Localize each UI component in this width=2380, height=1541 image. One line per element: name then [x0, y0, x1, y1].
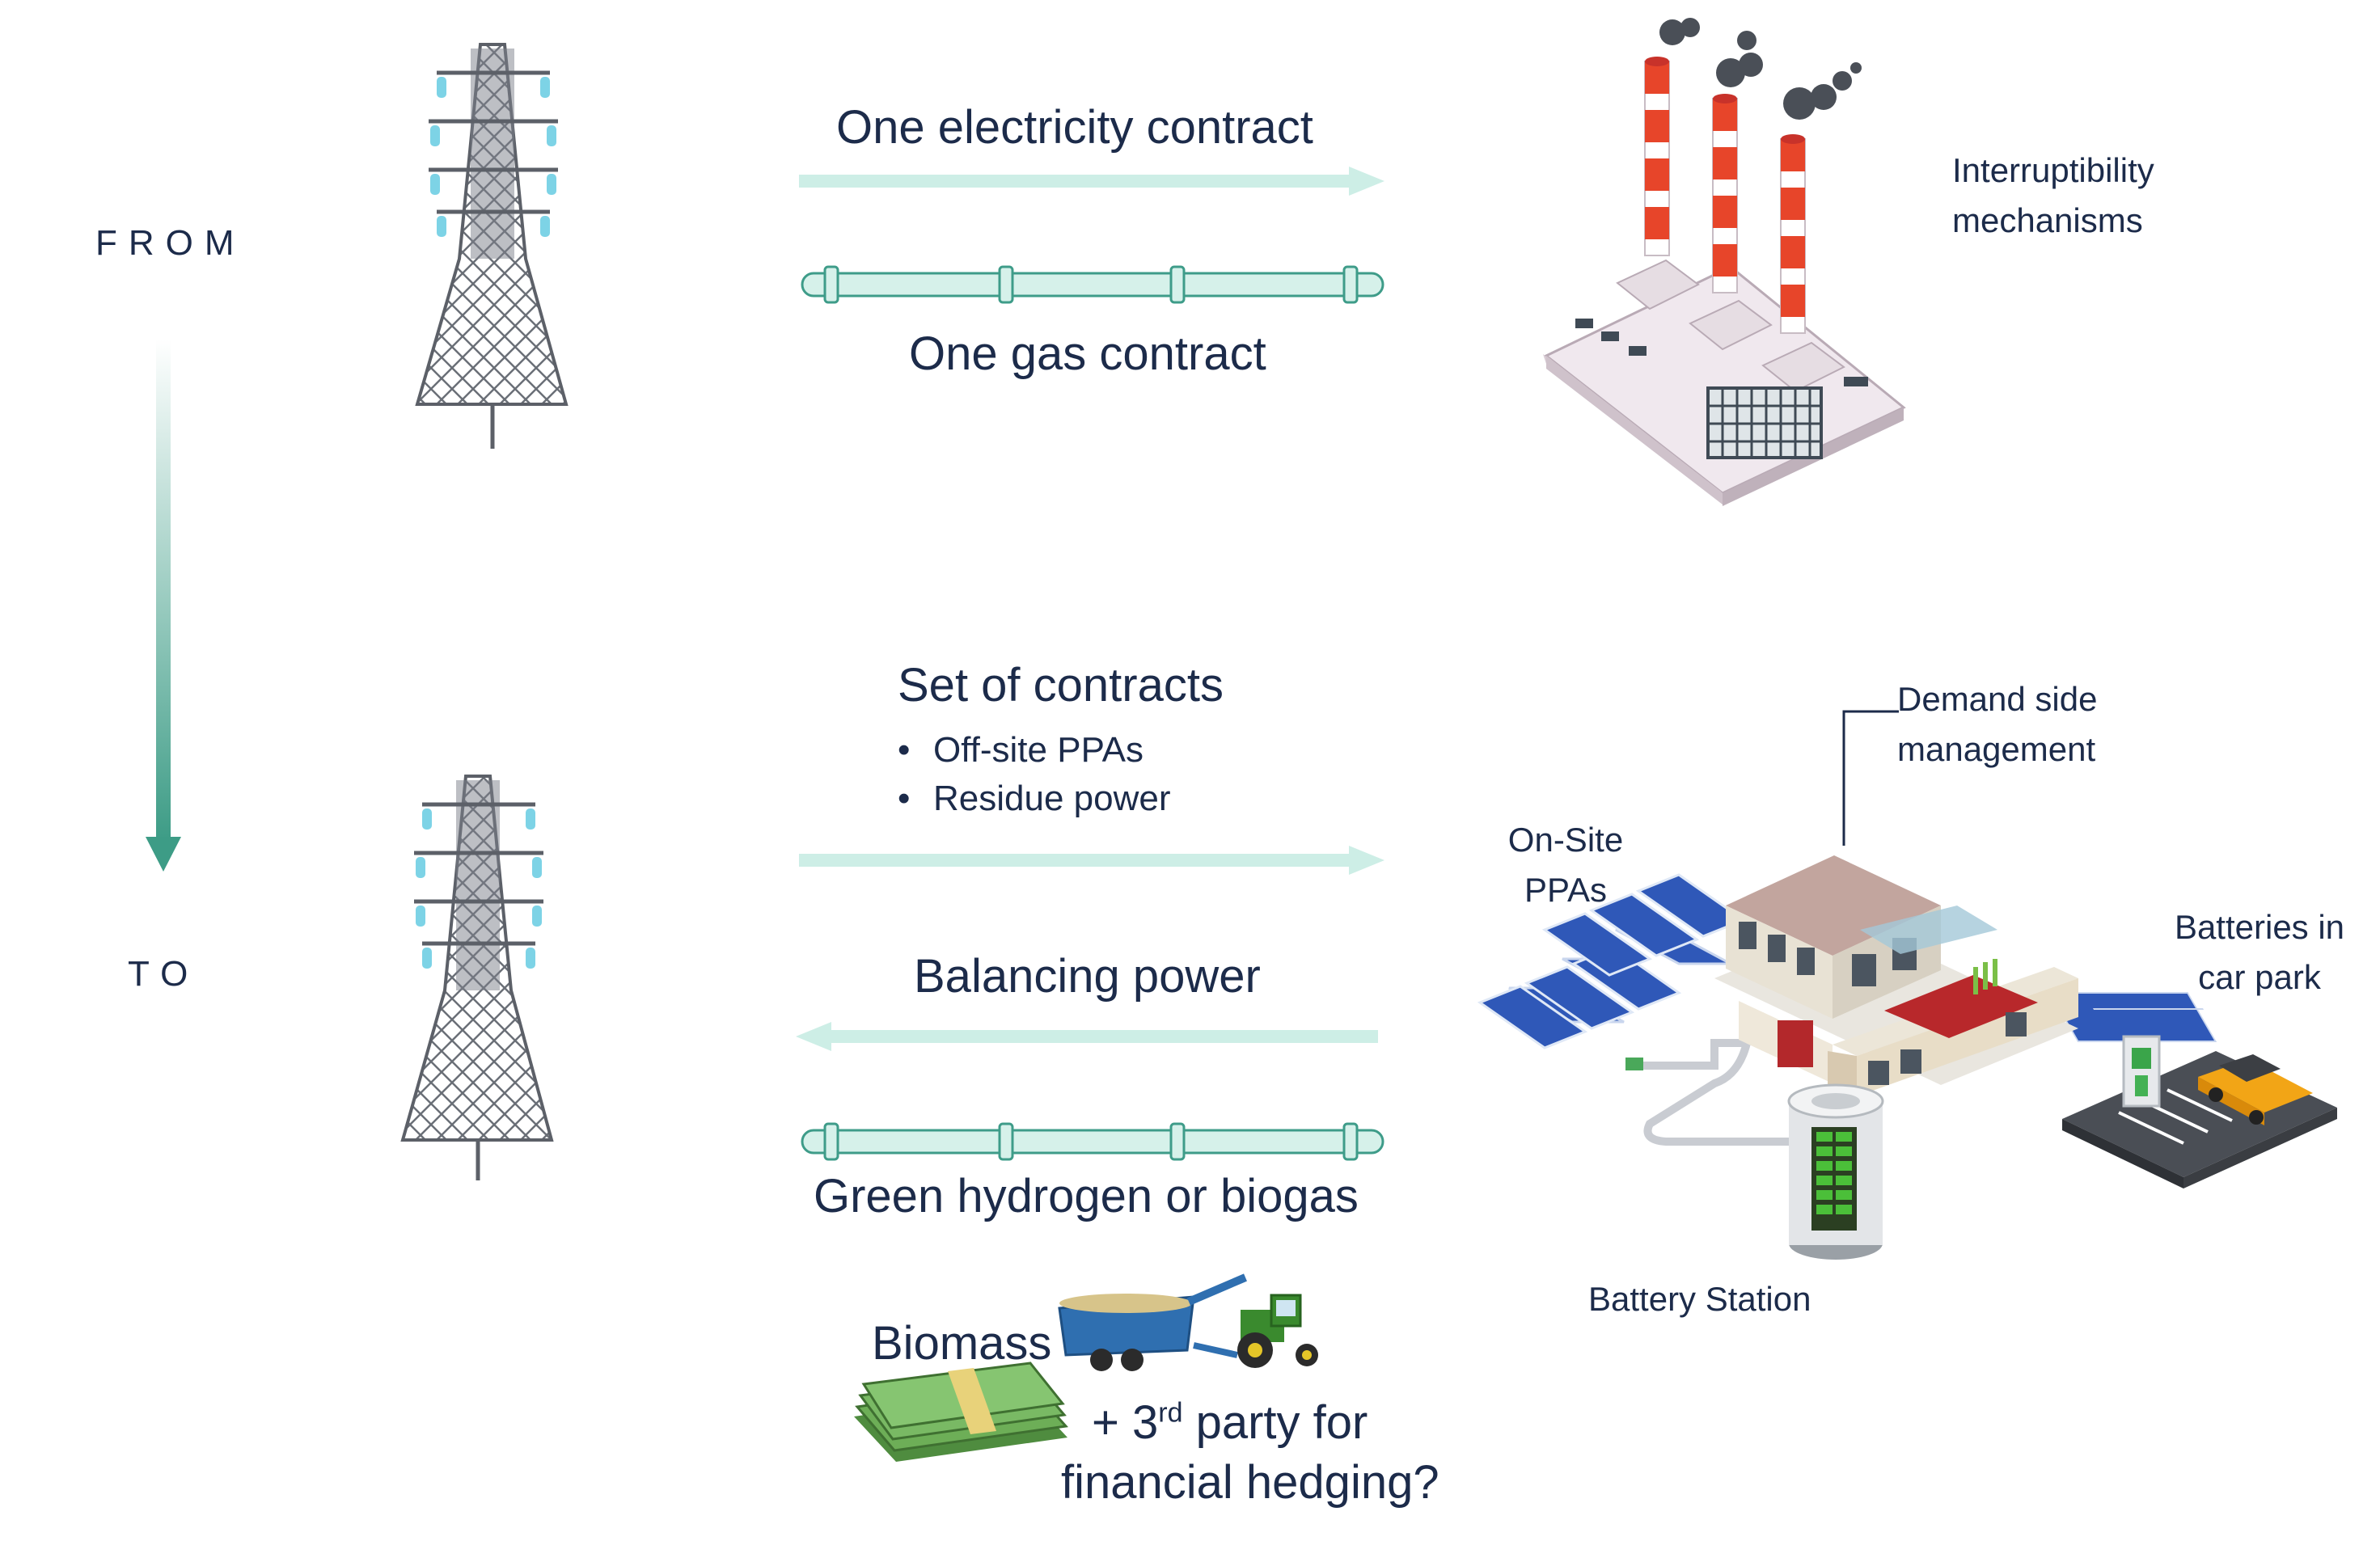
interruptibility-label: Interruptibility mechanisms [1952, 146, 2154, 246]
contract-item: Off-site PPAs [898, 726, 1171, 775]
electricity-arrow [799, 167, 1384, 196]
interruptibility-line-2: mechanisms [1952, 201, 2143, 239]
set-of-contracts-title: Set of contracts [898, 659, 1224, 711]
third-party-suffix: party for [1182, 1396, 1368, 1449]
batteries-car-park-label: Batteries in car park [2154, 902, 2365, 1003]
gas-contract-label: One gas contract [909, 327, 1266, 380]
gas-pipe-bottom-icon [801, 1122, 1384, 1161]
from-label: FROM [95, 223, 246, 263]
contract-item: Residue power [898, 775, 1171, 823]
car-park-icon [2062, 1035, 2337, 1188]
cable-icon [1634, 1039, 1820, 1146]
third-party-prefix: + 3 [1092, 1396, 1159, 1449]
factory-icon [1543, 18, 1906, 506]
biomass-tractor-icon [1058, 1273, 1318, 1371]
green-hydrogen-label: Green hydrogen or biogas [814, 1170, 1359, 1222]
demand-side-leader [1842, 710, 1899, 846]
balancing-arrow [796, 1022, 1378, 1051]
interruptibility-line-1: Interruptibility [1952, 151, 2154, 189]
balancing-power-label: Balancing power [914, 950, 1261, 1003]
to-label: TO [128, 954, 200, 994]
battery-station-label: Battery Station [1588, 1280, 1811, 1318]
biomass-label: Biomass [872, 1317, 1052, 1370]
solar-panels-icon [1477, 873, 2217, 1049]
demand-side-label: Demand side management [1897, 674, 2097, 775]
batteries-line-1: Batteries in [2174, 908, 2345, 946]
demand-side-line-2: management [1897, 730, 2096, 768]
third-party-line-1: + 3rd party for [1092, 1395, 1368, 1450]
inverter-icon [1625, 1058, 1643, 1070]
battery-station-icon [1787, 1083, 1884, 1260]
onsite-ppas-label: On-Site PPAs [1501, 815, 1630, 915]
pylon-bottom-icon [400, 775, 554, 1180]
batteries-line-2: car park [2198, 958, 2321, 996]
gas-pipe-top-icon [801, 265, 1384, 304]
pylon-top-icon [415, 43, 569, 449]
building-icon [1714, 855, 2078, 1096]
demand-side-line-1: Demand side [1897, 680, 2098, 718]
contracts-list: Off-site PPAs Residue power [898, 726, 1171, 823]
third-party-sup: rd [1158, 1397, 1183, 1429]
money-stack-icon [854, 1362, 1068, 1462]
ppa-arrow [799, 846, 1384, 875]
from-to-arrow [146, 340, 181, 872]
onsite-line-2: PPAs [1524, 871, 1607, 909]
onsite-line-1: On-Site [1507, 821, 1624, 859]
electricity-contract-label: One electricity contract [836, 101, 1313, 154]
third-party-line-2: financial hedging? [1061, 1456, 1439, 1509]
